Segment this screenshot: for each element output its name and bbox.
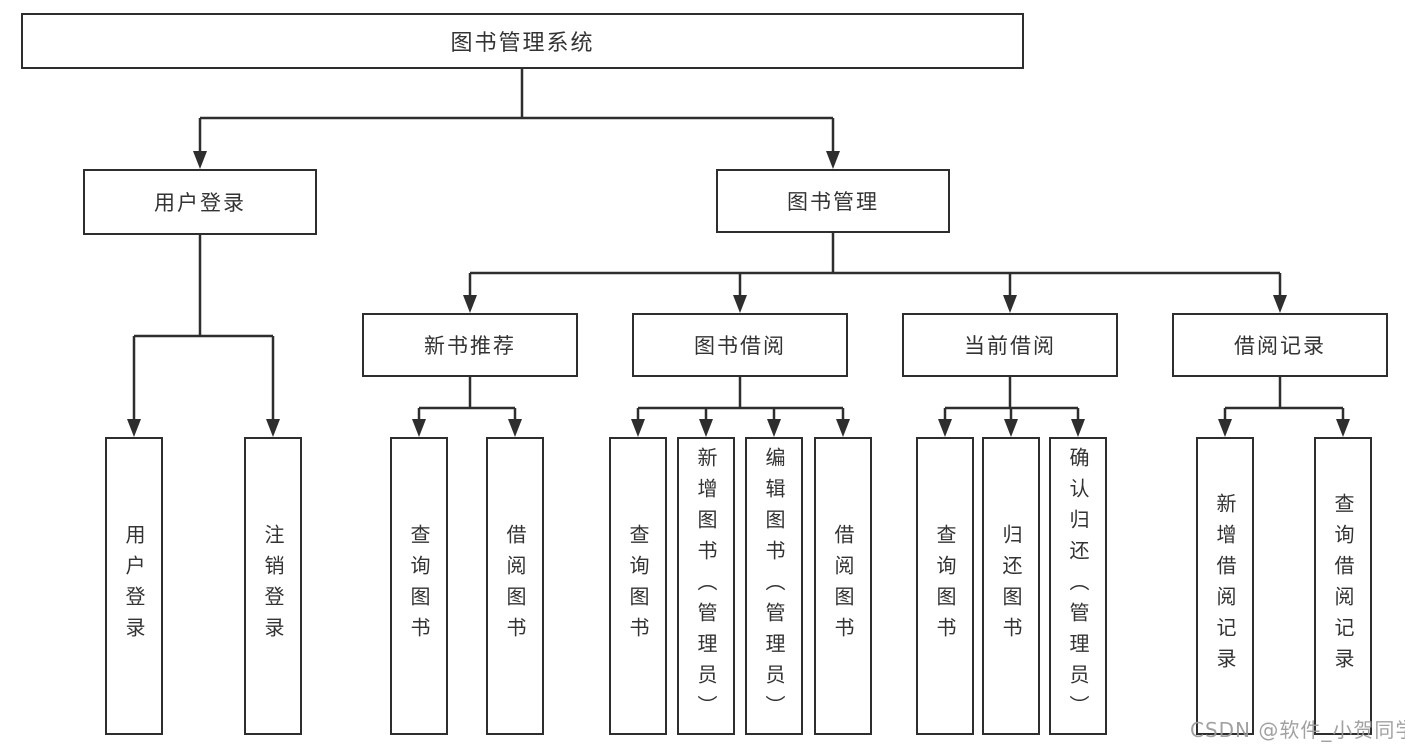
leaf-borrowing-query-books-label: 查询图书 xyxy=(626,524,650,648)
leaf-edit-books-admin-label: 编辑图书（管理员） xyxy=(762,446,786,726)
node-new-book-recommendation-label: 新书推荐 xyxy=(424,334,516,358)
leaf-add-books-admin-label: 新增图书（管理员） xyxy=(694,446,718,726)
leaf-edit-books-admin: 编辑图书（管理员） xyxy=(745,437,803,735)
node-new-book-recommendation: 新书推荐 xyxy=(362,313,578,377)
leaf-borrowing-borrow-books-label: 借阅图书 xyxy=(831,524,855,648)
node-root: 图书管理系统 xyxy=(21,13,1024,69)
csdn-watermark: CSDN @软件_小贺同学 xyxy=(1190,718,1405,742)
node-user-login-module-label: 用户登录 xyxy=(154,191,246,215)
leaf-current-query-books: 查询图书 xyxy=(916,437,974,735)
leaf-newbook-query-books: 查询图书 xyxy=(390,437,448,735)
leaf-newbook-borrow-books: 借阅图书 xyxy=(486,437,544,735)
node-current-borrowing-label: 当前借阅 xyxy=(964,334,1056,358)
leaf-add-borrow-record: 新增借阅记录 xyxy=(1196,437,1254,735)
leaf-newbook-borrow-books-label: 借阅图书 xyxy=(503,524,527,648)
leaf-borrowing-borrow-books: 借阅图书 xyxy=(814,437,872,735)
leaf-borrowing-query-books: 查询图书 xyxy=(609,437,667,735)
leaf-query-borrow-record-label: 查询借阅记录 xyxy=(1331,493,1355,679)
leaf-return-books: 归还图书 xyxy=(982,437,1040,735)
leaf-logout: 注销登录 xyxy=(244,437,302,735)
node-book-borrowing-label: 图书借阅 xyxy=(694,334,786,358)
node-borrowing-records-label: 借阅记录 xyxy=(1234,334,1326,358)
leaf-add-borrow-record-label: 新增借阅记录 xyxy=(1213,493,1237,679)
leaf-current-query-books-label: 查询图书 xyxy=(933,524,957,648)
leaf-newbook-query-books-label: 查询图书 xyxy=(407,524,431,648)
node-book-management-module: 图书管理 xyxy=(716,169,950,233)
leaf-logout-label: 注销登录 xyxy=(261,524,285,648)
node-book-management-module-label: 图书管理 xyxy=(787,190,879,214)
leaf-add-books-admin: 新增图书（管理员） xyxy=(677,437,735,735)
leaf-return-books-label: 归还图书 xyxy=(999,524,1023,648)
leaf-user-login-label: 用户登录 xyxy=(122,524,146,648)
node-root-label: 图书管理系统 xyxy=(450,31,595,56)
leaf-query-borrow-record: 查询借阅记录 xyxy=(1314,437,1372,735)
leaf-confirm-return-admin: 确认归还（管理员） xyxy=(1049,437,1107,735)
node-user-login-module: 用户登录 xyxy=(83,169,317,235)
node-borrowing-records: 借阅记录 xyxy=(1172,313,1388,377)
leaf-confirm-return-admin-label: 确认归还（管理员） xyxy=(1066,446,1090,726)
node-book-borrowing: 图书借阅 xyxy=(632,313,848,377)
leaf-user-login: 用户登录 xyxy=(105,437,163,735)
node-current-borrowing: 当前借阅 xyxy=(902,313,1118,377)
